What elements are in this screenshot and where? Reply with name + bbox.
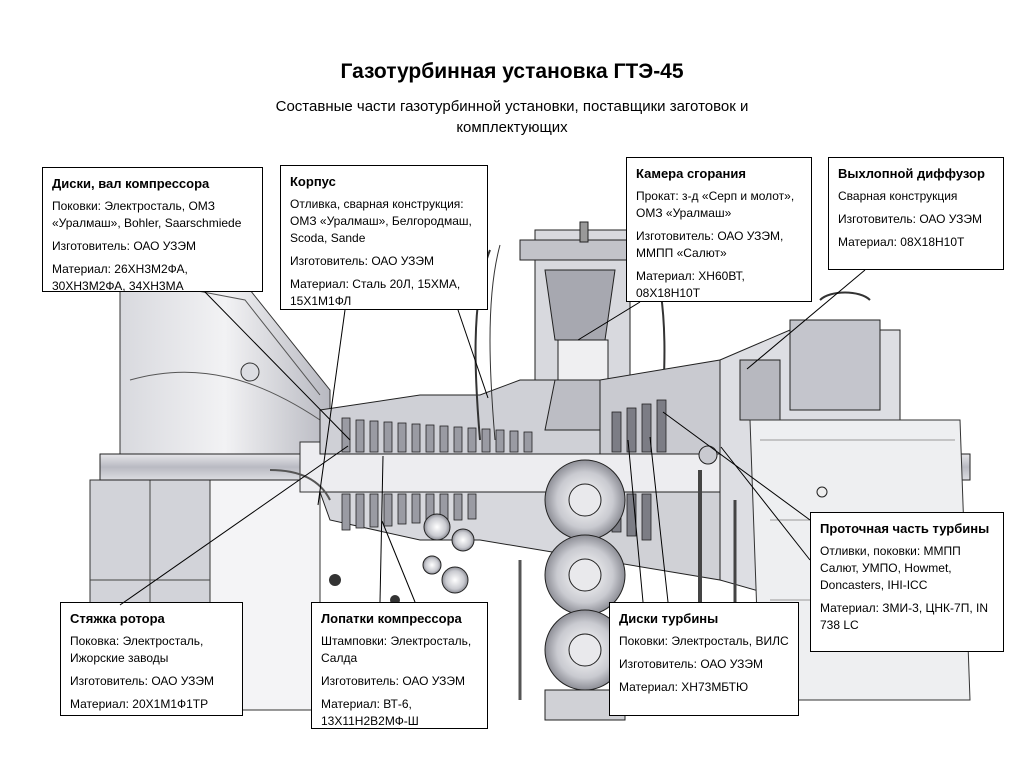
callout-title: Диски турбины bbox=[619, 611, 719, 626]
callout-casing: Корпус Отливка, сварная конструкция: ОМЗ… bbox=[280, 165, 488, 310]
callout-material: Материал: ВТ-6, 13Х11Н2В2МФ-Ш bbox=[321, 697, 419, 728]
callout-manufacturer: Изготовитель: ОАО УЗЭМ bbox=[838, 212, 983, 226]
callout-title: Выхлопной диффузор bbox=[838, 166, 985, 181]
callout-manufacturer: Изготовитель: ОАО УЗЭМ bbox=[70, 674, 215, 688]
page-title: Газотурбинная установка ГТЭ-45 bbox=[340, 60, 684, 83]
callout-title: Диски, вал компрессора bbox=[52, 176, 210, 191]
callout-compressor-discs: Диски, вал компрессора Поковки: Электрос… bbox=[42, 167, 263, 293]
callout-casting: Отливка, сварная конструкция: ОМЗ «Уралм… bbox=[290, 197, 472, 245]
callout-exhaust-diffuser: Выхлопной диффузор Сварная конструкция И… bbox=[828, 157, 1004, 270]
callout-rolled-stock: Прокат: з-д «Серп и молот», ОМЗ «Уралмаш… bbox=[636, 189, 795, 220]
callout-material: Материал: 08Х18Н10Т bbox=[838, 235, 965, 249]
callout-compressor-blades: Лопатки компрессора Штамповки: Электрост… bbox=[311, 602, 488, 729]
callout-title: Стяжка ротора bbox=[70, 611, 165, 626]
callout-manufacturer: Изготовитель: ОАО УЗЭМ bbox=[290, 254, 435, 268]
callout-turbine-flow-path: Проточная часть турбины Отливки, поковки… bbox=[810, 512, 1004, 652]
callout-title: Корпус bbox=[290, 174, 336, 189]
page-subtitle: Составные части газотурбинной установки,… bbox=[275, 98, 749, 136]
callout-combustor: Камера сгорания Прокат: з-д «Серп и моло… bbox=[626, 157, 812, 302]
callout-manufacturer: Изготовитель: ОАО УЗЭМ bbox=[321, 674, 466, 688]
callout-construction: Сварная конструкция bbox=[838, 189, 958, 203]
callout-forging: Поковка: Электросталь, Ижорские заводы bbox=[70, 634, 204, 665]
callout-material: Материал: ЗМИ-3, ЦНК-7П, IN 738 LC bbox=[820, 601, 988, 632]
callout-material: Материал: Сталь 20Л, 15ХМА, 15Х1М1ФЛ bbox=[290, 277, 461, 308]
callout-forgings: Поковки: Электросталь, ВИЛС bbox=[619, 634, 789, 648]
callout-manufacturer: Изготовитель: ОАО УЗЭМ bbox=[619, 657, 764, 671]
callout-turbine-discs: Диски турбины Поковки: Электросталь, ВИЛ… bbox=[609, 602, 799, 716]
callout-stampings: Штамповки: Электросталь, Салда bbox=[321, 634, 472, 665]
callout-castings: Отливки, поковки: ММПП Салют, УМПО, Howm… bbox=[820, 544, 961, 592]
callout-material: Материал: ХН60ВТ, 08Х18Н10Т bbox=[636, 269, 745, 300]
callout-manufacturer: Изготовитель: ОАО УЗЭМ, ММПП «Салют» bbox=[636, 229, 784, 260]
callout-rotor-tie-rod: Стяжка ротора Поковка: Электросталь, Ижо… bbox=[60, 602, 243, 716]
callout-material: Материал: 26ХН3М2ФА, 30ХН3М2ФА, 34ХН3МА bbox=[52, 262, 188, 293]
callout-title: Проточная часть турбины bbox=[820, 521, 990, 536]
callout-title: Камера сгорания bbox=[636, 166, 746, 181]
callout-material: Материал: ХН73МБТЮ bbox=[619, 680, 749, 694]
callout-forgings: Поковки: Электросталь, ОМЗ «Уралмаш», Bo… bbox=[52, 199, 242, 230]
callout-material: Материал: 20Х1М1Ф1ТР bbox=[70, 697, 209, 711]
callout-title: Лопатки компрессора bbox=[321, 611, 462, 626]
callout-manufacturer: Изготовитель: ОАО УЗЭМ bbox=[52, 239, 197, 253]
